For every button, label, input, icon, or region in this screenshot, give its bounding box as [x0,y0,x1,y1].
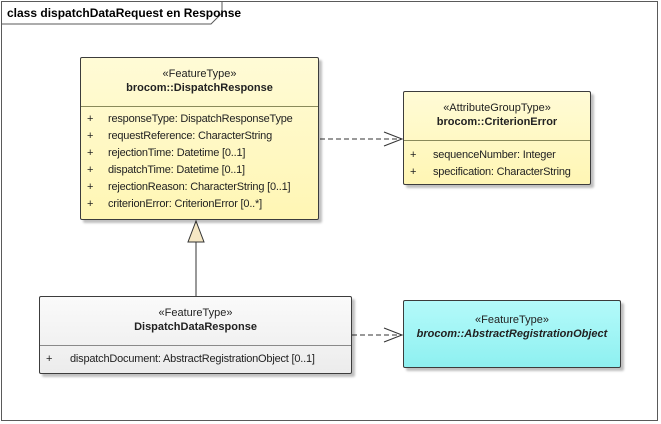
visibility-marker: + [87,113,94,125]
attribute-row[interactable]: + dispatchTime: Datetime [0..1] [81,162,318,179]
generalization-arrowhead [187,219,205,243]
attribute-text: dispatchDocument: AbstractRegistrationOb… [70,353,315,365]
attribute-text: sequenceNumber: Integer [433,149,556,161]
attribute-row[interactable]: + requestReference: CharacterString [81,128,318,145]
attribute-row[interactable]: + responseType: DispatchResponseType [81,111,318,128]
stereotype-label: «FeatureType» [158,307,233,319]
class-dispatch-response[interactable]: «FeatureType» brocom::DispatchResponse +… [80,57,319,220]
compartment-divider [81,106,318,107]
attribute-text: criterionError: CriterionError [0..*] [108,198,262,210]
visibility-marker: + [87,164,94,176]
attribute-text: rejectionTime: Datetime [0..1] [108,147,246,159]
attribute-row[interactable]: + criterionError: CriterionError [0..*] [81,196,318,213]
visibility-marker: + [87,198,94,210]
class-name: DispatchDataResponse [134,321,257,333]
class-dispatch-data-response[interactable]: «FeatureType» DispatchDataResponse + dis… [39,296,352,374]
diagram-title: class dispatchDataRequest en Response [7,6,242,20]
attribute-row[interactable]: + rejectionReason: CharacterString [0..1… [81,179,318,196]
dependency-arrowhead-abstract-registration-object [383,327,404,343]
visibility-marker: + [87,181,94,193]
attribute-row[interactable]: + specification: CharacterString [404,164,590,181]
attribute-text: specification: CharacterString [433,166,571,178]
compartment-divider [404,140,590,141]
dependency-arrowhead-criterion-error [383,131,404,147]
compartment-divider [40,345,351,346]
visibility-marker: + [410,149,417,161]
attribute-row[interactable]: + dispatchDocument: AbstractRegistration… [40,351,351,368]
class-abstract-registration-object[interactable]: «FeatureType» brocom::AbstractRegistrati… [403,300,621,368]
visibility-marker: + [87,130,94,142]
visibility-marker: + [46,353,53,365]
class-name: brocom::AbstractRegistrationObject [416,328,608,340]
class-criterion-error[interactable]: «AttributeGroupType» brocom::CriterionEr… [403,91,591,185]
class-name: brocom::CriterionError [436,116,558,128]
attribute-list: + dispatchDocument: AbstractRegistration… [40,351,351,368]
stereotype-label: «AttributeGroupType» [443,102,551,114]
attribute-list: + responseType: DispatchResponseType + r… [81,111,318,213]
attribute-text: rejectionReason: CharacterString [0..1] [108,181,291,193]
visibility-marker: + [410,166,417,178]
class-name: brocom::DispatchResponse [126,82,273,94]
attribute-list: + sequenceNumber: Integer + specificatio… [404,147,590,181]
frame-tab-outline [1,1,223,25]
attribute-row[interactable]: + sequenceNumber: Integer [404,147,590,164]
attribute-row[interactable]: + rejectionTime: Datetime [0..1] [81,145,318,162]
diagram-frame-tab: class dispatchDataRequest en Response [1,1,241,25]
attribute-text: requestReference: CharacterString [108,130,272,142]
attribute-text: responseType: DispatchResponseType [108,113,293,125]
attribute-text: dispatchTime: Datetime [0..1] [108,164,245,176]
stereotype-label: «FeatureType» [162,68,237,80]
visibility-marker: + [87,147,94,159]
stereotype-label: «FeatureType» [475,314,549,326]
